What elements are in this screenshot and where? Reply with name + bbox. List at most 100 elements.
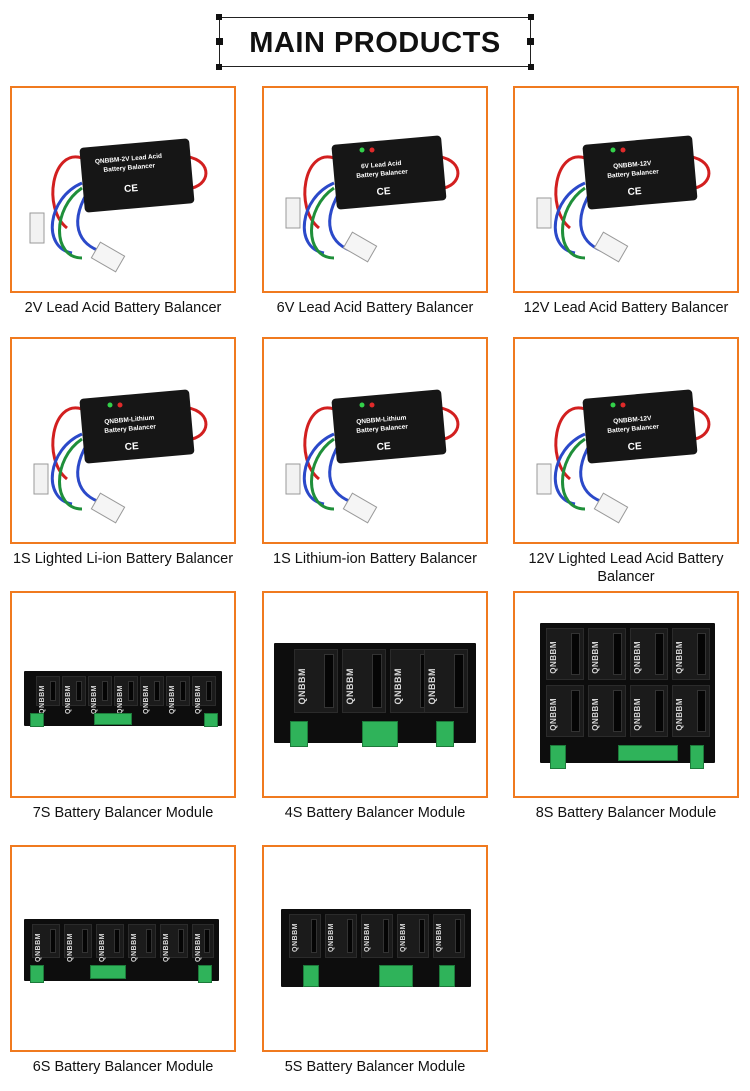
corner-marker [216,64,222,70]
ce-mark: CE [376,186,391,198]
corner-marker [216,14,222,20]
balancer-cell: QNBBM [192,924,214,962]
terminal-block [30,965,44,983]
balancer-cell: QNBBM [397,914,429,958]
balancer-cell: QNBBM [342,649,386,713]
module-board-4s: QNBBM QNBBM QNBBM QNBBM [274,643,476,747]
product-card[interactable]: QNBBM-2V Lead Acid Battery Balancer CE 2… [10,86,236,316]
device-label-bottom: Battery Balancer [607,423,660,435]
balancer-cell: QNBBM [166,676,190,714]
terminal-block [439,965,455,987]
balancer-cell: QNBBM [32,924,60,962]
terminal-block [303,965,319,987]
product-caption[interactable]: 7S Battery Balancer Module [32,805,214,821]
balancer-cell: QNBBM [294,649,338,713]
product-image-frame[interactable]: QNBBM QNBBM QNBBM QNBBM QNBBM QNBBM [10,845,236,1052]
ce-mark: CE [124,441,139,453]
module-board-6s: QNBBM QNBBM QNBBM QNBBM QNBBM QNBBM [24,919,219,983]
balancer-device-image: QNBBM-2V Lead Acid Battery Balancer CE [29,138,208,273]
product-caption[interactable]: 1S Lithium-ion Battery Balancer [273,551,477,567]
page-title: MAIN PRODUCTS [249,27,501,59]
product-image-frame[interactable]: QNBBM-12V Battery Balancer CE [513,337,739,544]
device-label-bottom: Battery Balancer [103,162,156,174]
terminal-block [379,965,413,987]
balancer-cell: QNBBM [289,914,321,958]
product-image-frame[interactable]: QNBBM-2V Lead Acid Battery Balancer CE [10,86,236,293]
device-label-top: 6V Lead Acid [361,160,402,171]
corner-marker [528,14,534,20]
terminal-block [94,713,132,725]
device-label-top: QNBBM-12V [613,160,652,170]
product-card[interactable]: QNBBM-Lithium Battery Balancer CE 1S Lit… [262,337,488,567]
product-card[interactable]: QNBBM QNBBM QNBBM QNBBM QNBBM QNBBM QNBB… [513,591,739,821]
terminal-block [550,745,566,769]
device-label-bottom: Battery Balancer [104,423,157,435]
product-card[interactable]: QNBBM QNBBM QNBBM QNBBM QNBBM QNBBM 6S B… [10,845,236,1075]
balancer-cell: QNBBM [192,676,216,714]
ce-mark: CE [627,186,642,198]
device-label-bottom: Battery Balancer [607,168,660,180]
terminal-block [290,721,308,747]
balancer-cell: QNBBM [88,676,112,714]
product-card[interactable]: QNBBM QNBBM QNBBM QNBBM 4S Battery Balan… [262,591,488,821]
product-caption[interactable]: 4S Battery Balancer Module [284,805,466,821]
balancer-cell: QNBBM [64,924,92,962]
balancer-cell: QNBBM [96,924,124,962]
side-marker [216,38,223,45]
product-caption[interactable]: 12V Lead Acid Battery Balancer [523,300,729,316]
balancer-device-image: QNBBM-12V Battery Balancer CE [536,135,711,263]
balancer-cell: QNBBM [424,649,468,713]
balancer-cell: QNBBM [325,914,357,958]
balancer-cell: QNBBM [588,685,626,737]
product-caption[interactable]: 6V Lead Acid Battery Balancer [276,300,474,316]
balancer-device-image: 6V Lead Acid Battery Balancer CE [285,135,460,263]
terminal-block [198,965,212,983]
balancer-cell: QNBBM [672,685,710,737]
product-card[interactable]: QNBBM QNBBM QNBBM QNBBM QNBBM 5S Battery… [262,845,488,1075]
device-label-bottom: Battery Balancer [356,423,409,435]
ce-mark: CE [376,441,391,453]
module-board-7s: QNBBM QNBBM QNBBM QNBBM QNBBM QNBBM QNBB… [24,671,222,727]
balancer-cell: QNBBM [630,685,668,737]
product-card[interactable]: 6V Lead Acid Battery Balancer CE 6V Lead… [262,86,488,316]
product-card[interactable]: QNBBM-Lithium Battery Balancer CE 1S Lig… [10,337,236,567]
product-card[interactable]: QNBBM QNBBM QNBBM QNBBM QNBBM QNBBM QNBB… [10,591,236,821]
product-caption[interactable]: 6S Battery Balancer Module [32,1059,214,1075]
terminal-block [204,713,218,727]
side-marker [527,38,534,45]
balancer-cell: QNBBM [114,676,138,714]
product-image-frame[interactable]: QNBBM-12V Battery Balancer CE [513,86,739,293]
product-image-frame[interactable]: QNBBM QNBBM QNBBM QNBBM QNBBM [262,845,488,1052]
balancer-cell: QNBBM [672,628,710,680]
product-image-frame[interactable]: QNBBM-Lithium Battery Balancer CE [10,337,236,544]
product-image-frame[interactable]: 6V Lead Acid Battery Balancer CE [262,86,488,293]
module-board-5s: QNBBM QNBBM QNBBM QNBBM QNBBM [281,909,471,987]
balancer-cell: QNBBM [546,628,584,680]
product-caption[interactable]: 1S Lighted Li-ion Battery Balancer [12,551,234,567]
product-image-frame[interactable]: QNBBM-Lithium Battery Balancer CE [262,337,488,544]
corner-marker [528,64,534,70]
product-card[interactable]: QNBBM-12V Battery Balancer CE 12V Lead A… [513,86,739,316]
balancer-cell: QNBBM [588,628,626,680]
product-image-frame[interactable]: QNBBM QNBBM QNBBM QNBBM [262,591,488,798]
product-caption[interactable]: 2V Lead Acid Battery Balancer [24,300,222,316]
ce-mark: CE [627,441,642,453]
balancer-cell: QNBBM [62,676,86,714]
product-caption[interactable]: 8S Battery Balancer Module [535,805,717,821]
terminal-block [30,713,44,727]
product-card[interactable]: QNBBM-12V Battery Balancer CE 12V Lighte… [513,337,739,585]
balancer-device-image: QNBBM-Lithium Battery Balancer CE [285,389,460,524]
device-label-bottom: Battery Balancer [356,168,409,180]
balancer-cell: QNBBM [128,924,156,962]
device-label-top: QNBBM-Lithium [356,414,407,425]
product-image-frame[interactable]: QNBBM QNBBM QNBBM QNBBM QNBBM QNBBM QNBB… [513,591,739,798]
product-caption[interactable]: 5S Battery Balancer Module [284,1059,466,1075]
balancer-cell: QNBBM [546,685,584,737]
terminal-block [436,721,454,747]
product-image-frame[interactable]: QNBBM QNBBM QNBBM QNBBM QNBBM QNBBM QNBB… [10,591,236,798]
terminal-block [690,745,704,769]
device-label-top: QNBBM-12V [613,415,652,425]
balancer-cell: QNBBM [361,914,393,958]
product-caption[interactable]: 12V Lighted Lead Acid Battery Balancer [528,551,724,585]
balancer-cell: QNBBM [433,914,465,958]
